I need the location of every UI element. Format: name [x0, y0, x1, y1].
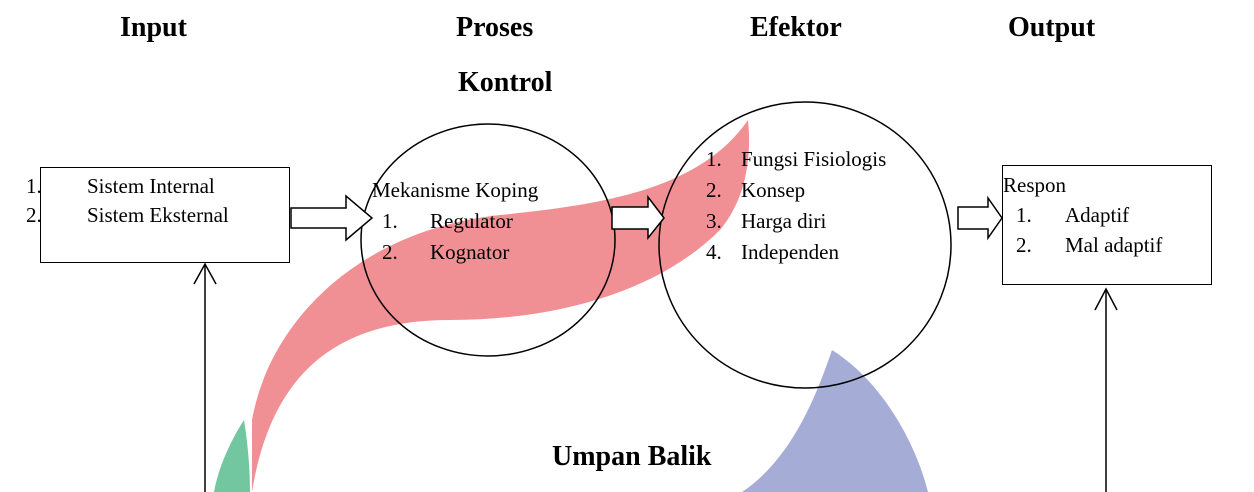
control-item-2-label: Kognator: [430, 240, 510, 264]
watermark-blue-shape: [742, 350, 928, 492]
effector-item-1-label: Fungsi Fisiologis: [741, 147, 887, 171]
heading-kontrol: Kontrol: [458, 67, 553, 98]
output-item-1-number: 1.: [1016, 203, 1032, 227]
effector-circle: [658, 101, 952, 389]
input-item-1-number: 1.: [26, 174, 42, 198]
control-title: Mekanisme Koping: [372, 178, 539, 202]
output-item-1-label: Adaptif: [1065, 203, 1130, 227]
effector-item-2-number: 2.: [706, 178, 722, 202]
output-item-2-label: Mal adaptif: [1065, 233, 1163, 257]
effector-item-1-number: 1.: [706, 147, 722, 171]
feedback-arrowhead-right: [1094, 287, 1118, 311]
heading-efektor: Efektor: [750, 12, 842, 43]
watermark-green-shape: [214, 420, 250, 492]
effector-item-3-label: Harga diri: [741, 209, 827, 233]
input-item-2-number: 2.: [26, 203, 42, 227]
effector-item-3-number: 3.: [706, 209, 722, 233]
control-item-1-label: Regulator: [430, 209, 513, 233]
control-item-1-number: 1.: [382, 209, 398, 233]
control-circle: [360, 123, 616, 357]
heading-proses: Proses: [456, 12, 534, 43]
arrow-control-to-effector: [611, 194, 665, 241]
arrow-effector-to-output: [957, 195, 1003, 241]
arrow-input-to-control: [290, 194, 374, 242]
feedback-arrowhead-left: [193, 262, 217, 285]
effector-item-4-label: Independen: [741, 240, 839, 264]
input-item-1-label: Sistem Internal: [87, 174, 215, 198]
output-title: Respon: [1003, 173, 1066, 197]
output-box: [1002, 165, 1212, 285]
input-item-2-label: Sistem Eksternal: [87, 203, 229, 227]
control-item-2-number: 2.: [382, 240, 398, 264]
input-box: [40, 167, 290, 263]
heading-input: Input: [120, 12, 187, 43]
effector-item-4-number: 4.: [706, 240, 722, 264]
heading-umpan-balik: Umpan Balik: [552, 441, 712, 472]
heading-output: Output: [1008, 12, 1096, 43]
effector-item-2-label: Konsep: [741, 178, 806, 202]
output-item-2-number: 2.: [1016, 233, 1032, 257]
